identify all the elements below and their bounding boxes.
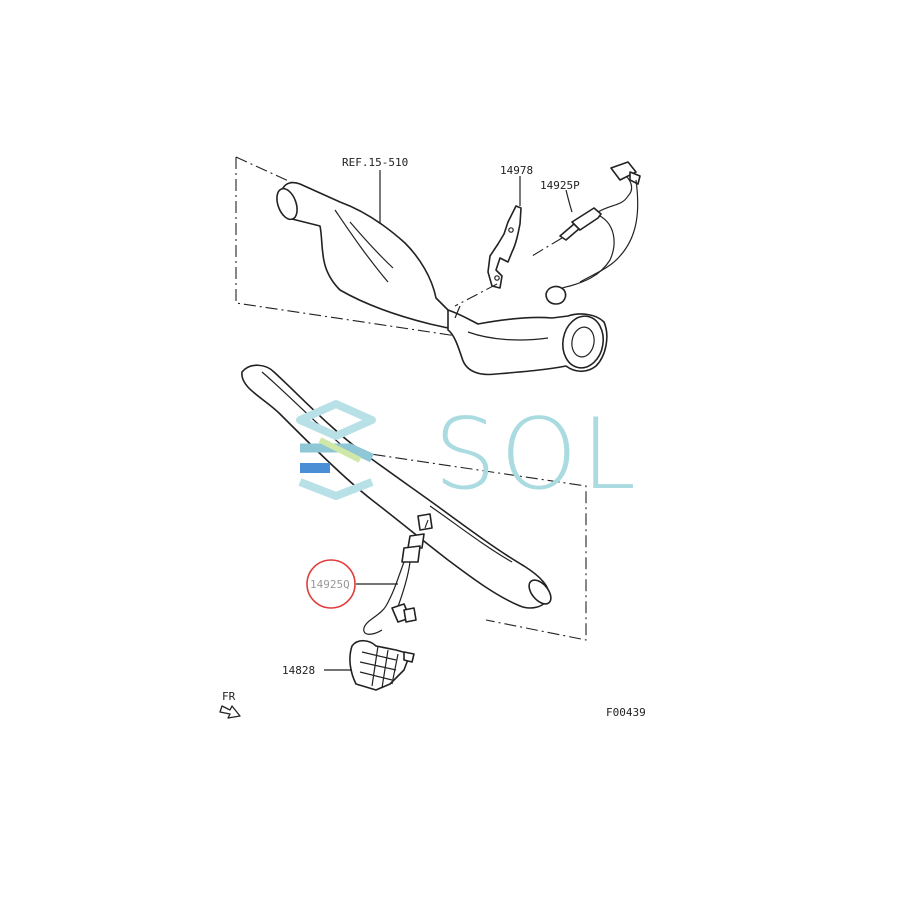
lower-callout-region — [329, 447, 587, 641]
lower-sensor-label: 14925Q — [310, 578, 350, 591]
bracket-label: 14978 — [500, 164, 533, 177]
upper-callout-region — [235, 156, 471, 339]
leader-lines — [324, 170, 573, 671]
sol-watermark: SOL — [296, 398, 640, 512]
watermark-text: SOL — [434, 398, 640, 512]
lower-oxygen-sensor — [363, 513, 433, 635]
figure-code: F00439 — [606, 706, 646, 719]
upper-oxygen-sensor — [531, 161, 641, 305]
catalytic-converter — [276, 181, 451, 329]
highlight-circle — [306, 559, 356, 609]
front-label: FR — [222, 690, 236, 703]
bracket-14978 — [454, 205, 522, 307]
heat-protector-14828 — [349, 639, 415, 691]
front-arrow-icon — [219, 705, 241, 719]
front-exhaust-pipe — [447, 305, 608, 376]
upper-sensor-label: 14925P — [540, 179, 580, 192]
sol-logo-icon — [296, 400, 376, 500]
ref-label: REF.15-510 — [342, 156, 408, 169]
protector-label: 14828 — [282, 664, 315, 677]
